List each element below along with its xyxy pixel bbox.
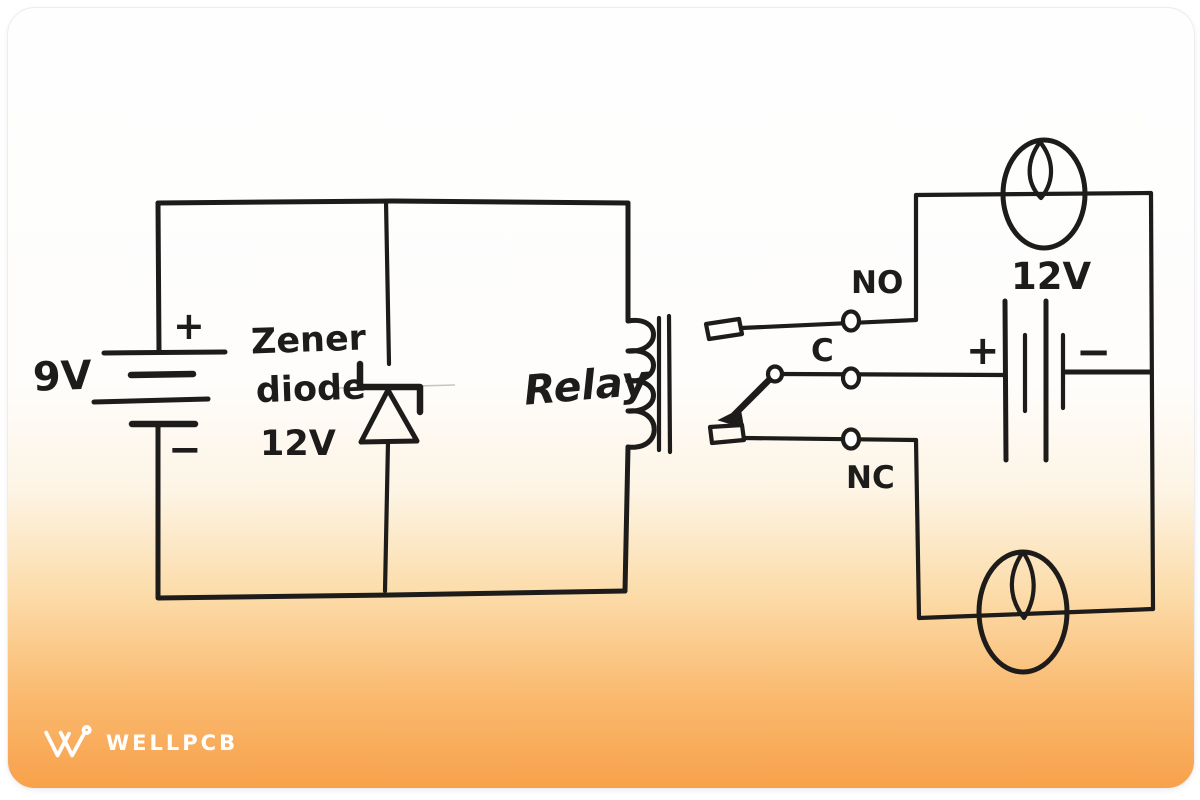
battery-12v-plus: + [966,328,1000,374]
zener-label-2: diode [255,367,366,411]
lamp-top: 12V [1000,137,1091,298]
nc-terminal [840,427,862,451]
battery12-plate-long-1 [1002,298,1009,463]
no-contact-pad [703,316,745,342]
brand-text: WELLPCB [106,731,239,755]
battery-9v: + − 9V [32,304,228,473]
nc-label: NC [846,460,895,496]
nc-wire [741,435,922,621]
battery-9v-minus: − [168,427,202,473]
wellpcb-w-icon [44,725,92,758]
battery-12v-minus: − [1076,327,1111,376]
zener-diode: Zener diode 12V [250,318,456,464]
left-loop-wires [155,198,631,601]
zener-branch-top [383,198,392,367]
pivot-terminal [765,364,785,384]
image-card: + − 9V Zener diode 12V Relay [7,7,1195,789]
right-wire-bottom [622,444,631,594]
c-wire [779,371,1008,378]
bottom-lamp-wire [916,606,1156,621]
battery-9v-plus: + [173,304,205,348]
relay-label: Relay [522,356,652,415]
relay-core-line-2 [666,313,673,455]
nc-contact-pad [707,422,747,446]
circuit-diagram: + − 9V Zener diode 12V Relay [32,137,1156,675]
top-wire [155,198,631,206]
c-terminal [840,366,862,390]
relay-contacts: NO C NC [703,190,1156,621]
armature-foot [717,408,745,429]
c-label: C [811,333,834,369]
lamp-bottom [976,549,1070,675]
no-label: NO [851,265,903,301]
lamp-filament-icon [1027,139,1054,201]
left-wire-top [155,200,162,355]
wellpcb-logo: WELLPCB [42,724,238,762]
lamp-top-label: 12V [1011,255,1091,298]
battery-plate-long-top [101,349,228,356]
battery-plate-short-1 [127,370,197,379]
no-terminal [840,309,862,333]
zener-label-3: 12V [260,424,336,464]
zener-branch-bottom [382,439,391,594]
battery-9v-label: 9V [32,353,92,401]
zener-triangle-icon [358,387,420,445]
battery-plate-long-bottom [91,396,211,405]
no-wire [738,190,1156,612]
lamp-filament-icon [1009,549,1036,621]
zener-bar-icon [356,360,424,416]
lamp-icon [1000,137,1088,251]
zener-label-1: Zener [250,318,367,362]
relay-coil: Relay [522,313,673,455]
battery-12v: + − [966,298,1154,463]
bottom-wire [155,588,628,601]
relay-coil-icon [625,317,657,450]
